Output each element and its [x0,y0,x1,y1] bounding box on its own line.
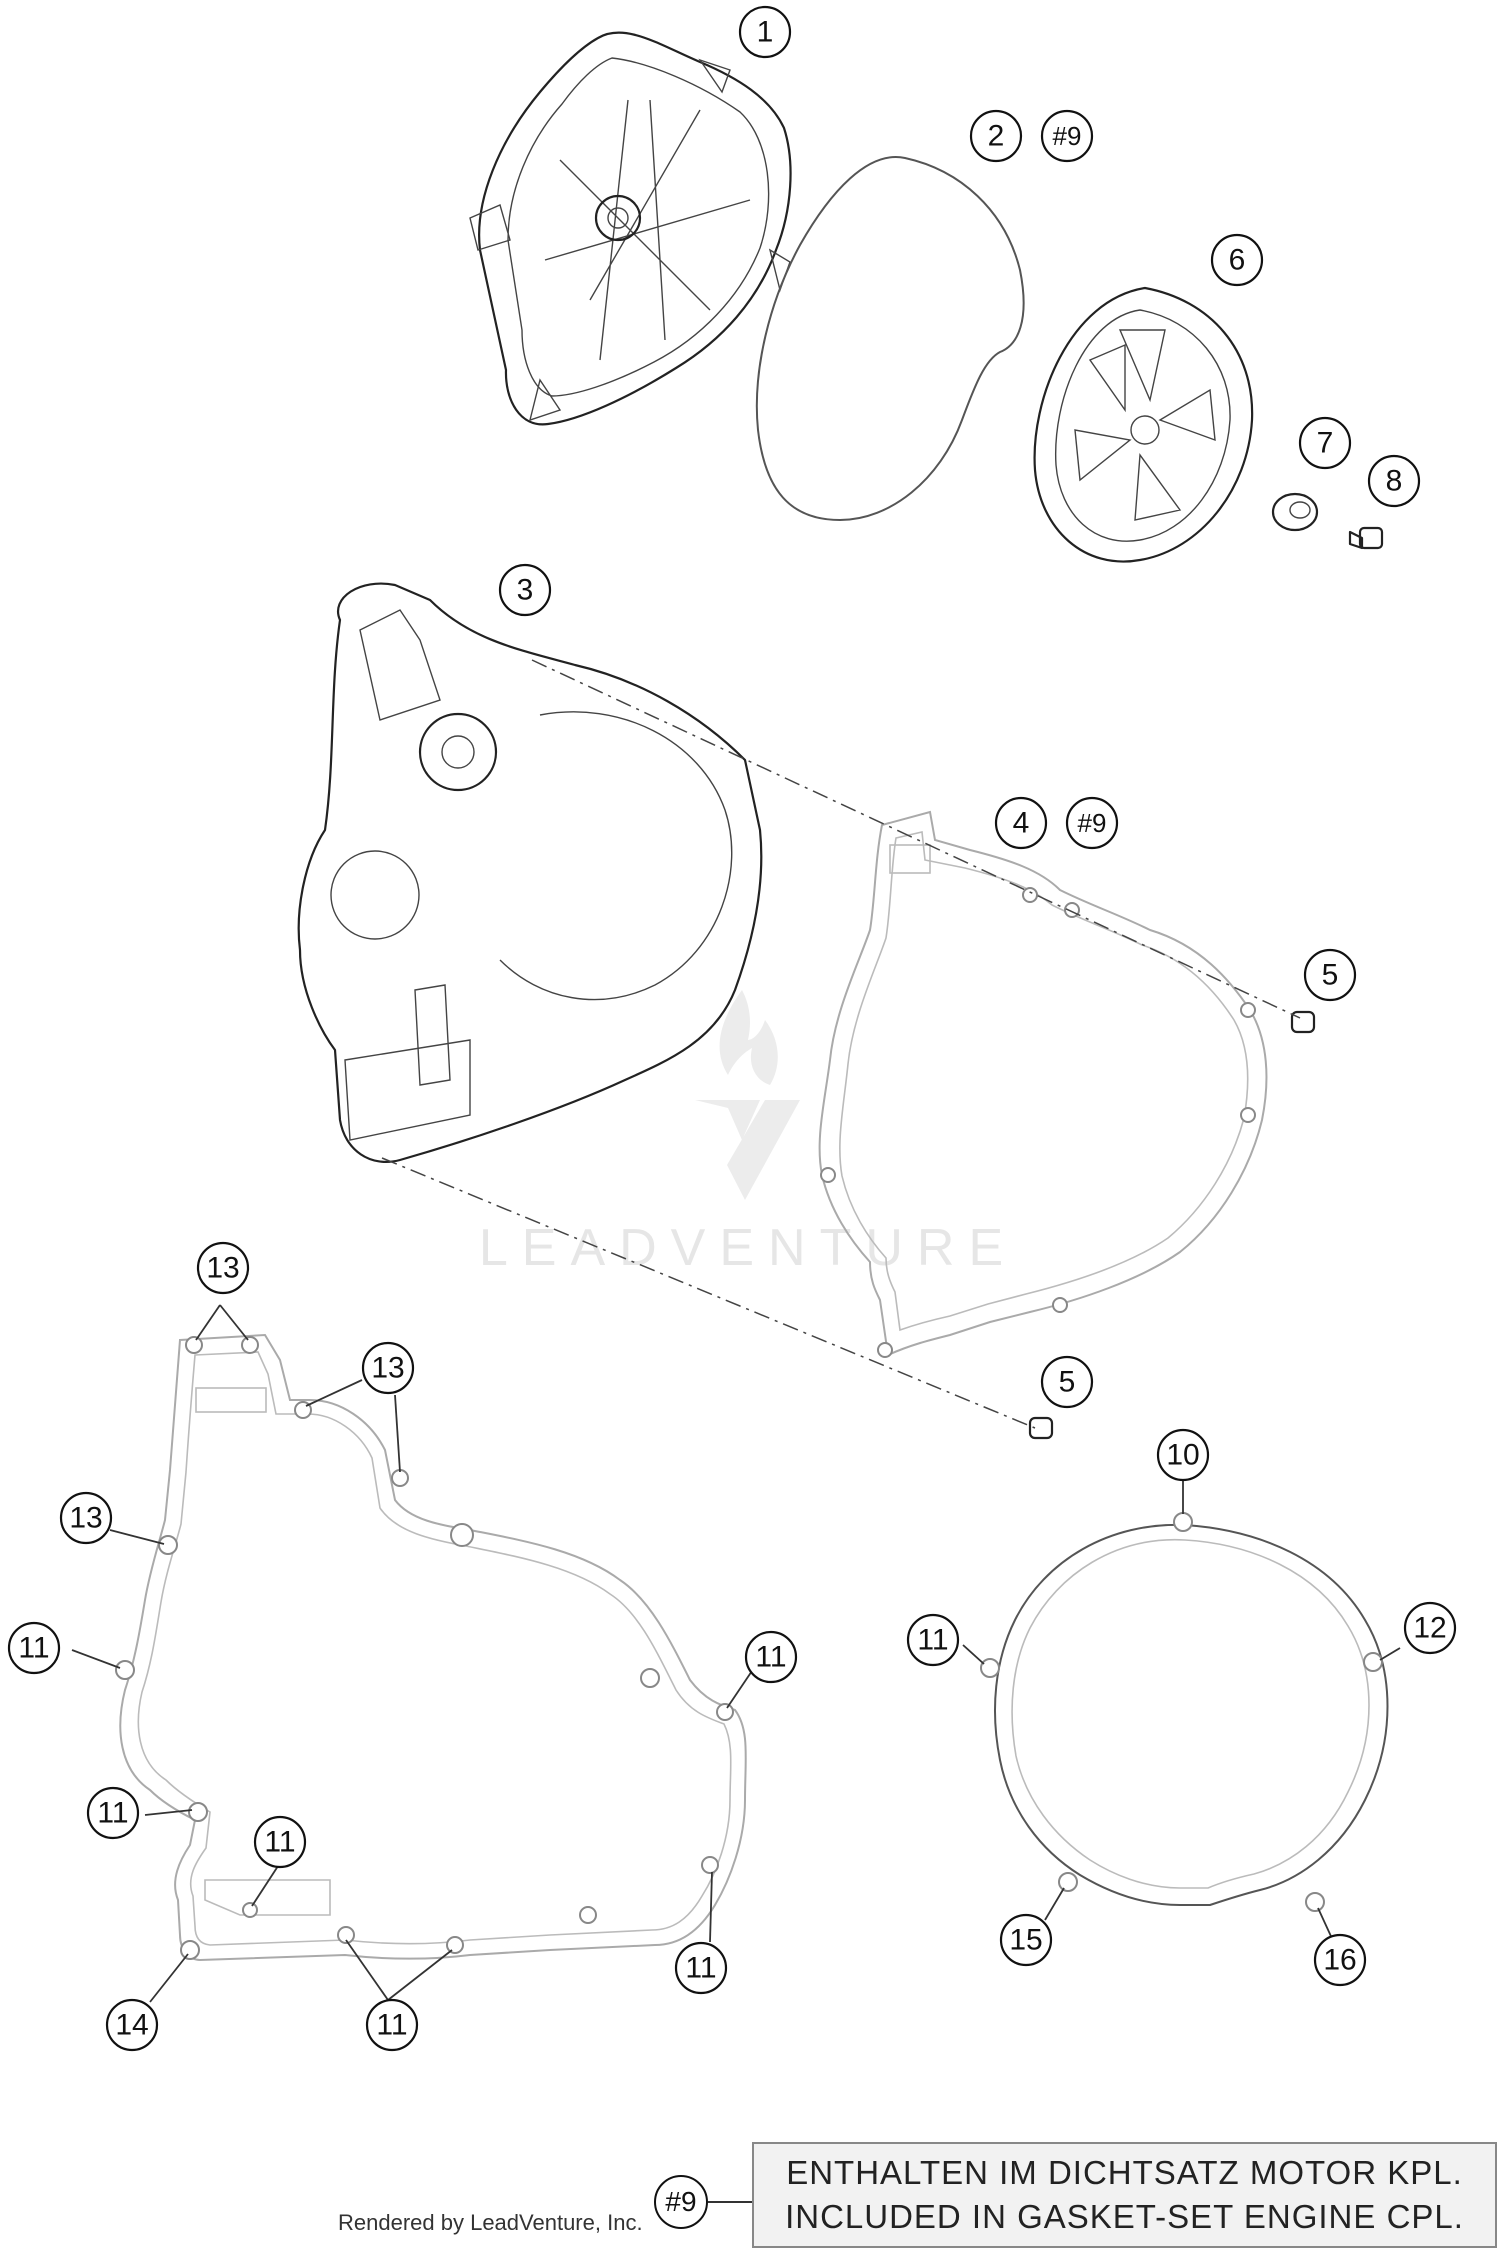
svg-text:5: 5 [1322,959,1339,992]
svg-text:11: 11 [18,1632,49,1665]
render-credit: Rendered by LeadVenture, Inc. [338,2210,643,2235]
part-5-dowel-lower [1028,1416,1054,1440]
part-8-screw [1348,526,1384,550]
part-2-o-ring [755,156,1025,522]
svg-text:14: 14 [115,2009,148,2042]
callout-15: 15 [999,1913,1053,1967]
gasket-hole [579,1906,597,1924]
callout-11-round: 11 [906,1613,960,1667]
callout-7: 7 [1298,416,1352,470]
callout-3: 3 [498,563,552,617]
svg-text:10: 10 [1166,1439,1199,1472]
gasket-hole [241,1336,259,1354]
part-1-clutch-cover [469,31,792,426]
callout-11-left-b: 11 [86,1786,140,1840]
svg-text:7: 7 [1317,427,1334,460]
note-connector [708,2201,754,2203]
gasket-hole [716,1703,734,1721]
gasket-hole [242,1902,258,1918]
gasket-hole [391,1469,409,1487]
svg-text:6: 6 [1229,244,1246,277]
callout-2: 2 [969,109,1023,163]
svg-text:3: 3 [517,574,534,607]
part-3-inner-cover [297,582,763,1163]
callout-11-right-a: 11 [744,1630,798,1684]
gasket-hole [1173,1512,1193,1532]
part-5-dowel-upper [1290,1010,1316,1034]
callout-11-right-b: 11 [674,1941,728,1995]
svg-text:8: 8 [1386,465,1403,498]
note-line-german: ENTHALTEN IM DICHTSATZ MOTOR KPL. [786,2154,1463,2191]
gasket-detail-round [980,1512,1389,1912]
gasket-hole [1058,1872,1078,1892]
svg-text:16: 16 [1323,1944,1356,1977]
callout-10: 10 [1156,1428,1210,1482]
gasket-detail-large [115,1333,747,1962]
svg-text:12: 12 [1413,1612,1446,1645]
svg-text:11: 11 [376,2009,407,2042]
callout-11-inner: 11 [253,1815,307,1869]
alignment-line-lower [381,1157,1036,1429]
gasket-hole [640,1668,660,1688]
svg-text:11: 11 [755,1641,786,1674]
svg-text:11: 11 [917,1624,948,1657]
svg-text:15: 15 [1009,1924,1042,1957]
part-7-spacer [1271,492,1319,532]
callout-13-top: 13 [196,1241,250,1295]
gasket-hole [337,1926,355,1944]
callout-13-mid: 13 [361,1341,415,1395]
gasket-hole [188,1802,208,1822]
callout-4: 4 [994,796,1048,850]
callout-6: 6 [1210,233,1264,287]
gasket-hole [158,1535,178,1555]
callout-5-lower: 5 [1040,1355,1094,1409]
gasket-set-note: ENTHALTEN IM DICHTSATZ MOTOR KPL. INCLUD… [752,2142,1497,2248]
svg-text:13: 13 [206,1252,239,1285]
gasket-hole [180,1940,200,1960]
callout-12: 12 [1403,1601,1457,1655]
note-line-english: INCLUDED IN GASKET-SET ENGINE CPL. [785,2198,1464,2235]
callout-11-left-a: 11 [7,1621,61,1675]
gasket-hole [1305,1892,1325,1912]
svg-text:#9: #9 [1053,121,1082,151]
callout-14: 14 [105,1998,159,2052]
svg-text:4: 4 [1013,807,1030,840]
v-logo-icon [695,1100,800,1200]
svg-text:2: 2 [988,120,1005,153]
callout-13-left: 13 [59,1491,113,1545]
svg-text:5: 5 [1059,1366,1076,1399]
callout-16: 16 [1313,1933,1367,1987]
callout-8: 8 [1367,454,1421,508]
part-6-cover-plate [1033,286,1254,563]
watermark-text: LEADVENTURE [479,1219,1017,1277]
flame-logo-icon [719,990,778,1085]
gasket-hole [450,1523,474,1547]
gasket-hole [701,1856,719,1874]
callout-5-upper: 5 [1303,948,1357,1002]
svg-text:1: 1 [757,16,774,49]
alignment-line-upper [531,659,1301,1019]
svg-text:11: 11 [264,1826,295,1859]
note-ref-badge: #9 [654,2175,708,2229]
svg-text:11: 11 [97,1797,128,1830]
svg-text:13: 13 [69,1502,102,1535]
gasket-hole [980,1658,1000,1678]
callout-1: 1 [738,5,792,59]
gasket-hole [1363,1652,1383,1672]
gasket-hole [185,1336,203,1354]
gasket-hole [115,1660,135,1680]
gasket-hole [446,1936,464,1954]
callout-11-bottom: 11 [365,1998,419,2052]
svg-text:13: 13 [371,1352,404,1385]
callout-4-ref-9: #9 [1065,796,1119,850]
svg-text:#9: #9 [1078,808,1107,838]
svg-text:11: 11 [685,1952,716,1985]
callout-2-ref-9: #9 [1040,109,1094,163]
watermark: LEADVENTURE [479,990,1017,1277]
leader-lines [71,1304,1401,2003]
